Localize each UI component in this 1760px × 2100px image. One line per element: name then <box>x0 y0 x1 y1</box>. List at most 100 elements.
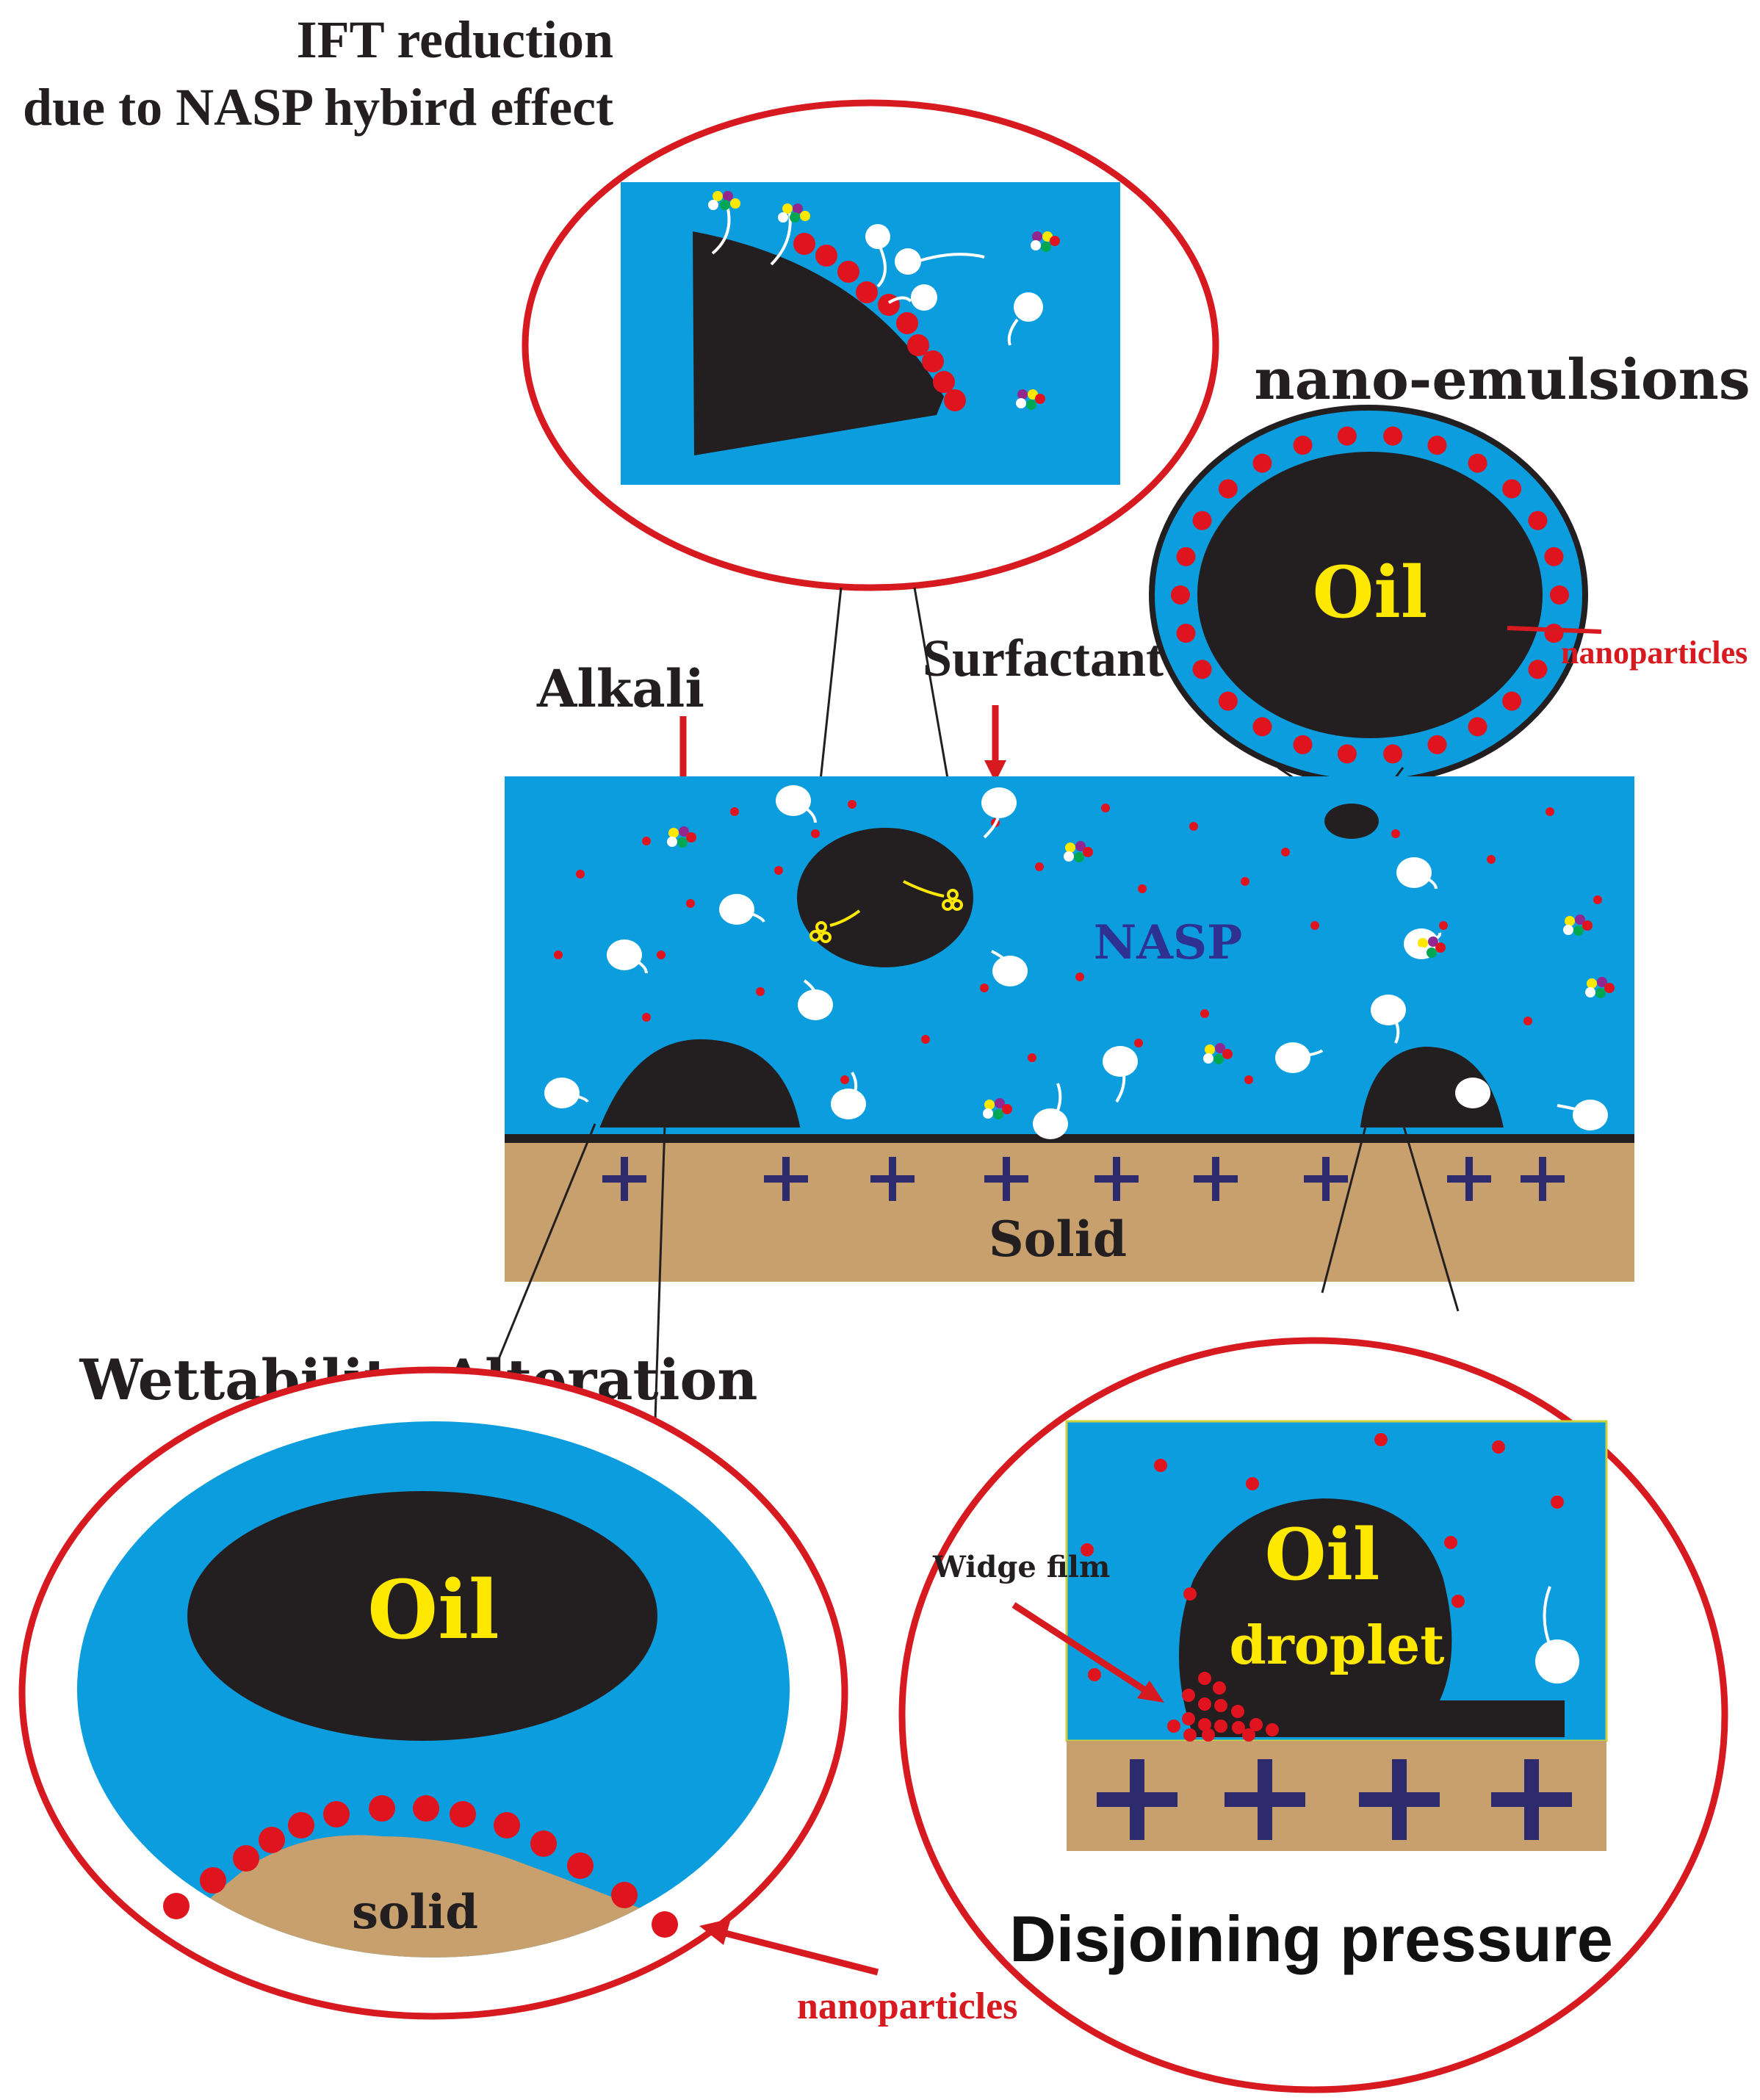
nanoparticle <box>1444 1536 1457 1549</box>
surfactant-head <box>1371 995 1406 1025</box>
nanoparticle <box>1528 660 1548 679</box>
alkali-cluster <box>1585 977 1615 998</box>
nanoparticle <box>1487 855 1496 864</box>
nanoparticle <box>1593 895 1602 904</box>
surfactant-head <box>798 989 833 1020</box>
nanoparticle <box>686 899 695 908</box>
nanoparticle <box>1337 744 1357 764</box>
nanoparticle <box>811 829 820 838</box>
oil-drop-left <box>599 1039 801 1127</box>
oil-droplet-label-2: droplet <box>1229 1614 1444 1676</box>
nanoparticle <box>1252 717 1272 737</box>
nanoparticle <box>1214 1720 1227 1733</box>
alkali-cluster <box>667 826 696 848</box>
nanoparticle <box>1214 1699 1227 1712</box>
nanoparticle <box>611 1882 638 1908</box>
nanoparticle <box>1281 848 1290 856</box>
surfactant-head <box>1455 1078 1490 1108</box>
nanoparticle <box>642 837 651 845</box>
solid-rock <box>505 1139 1634 1282</box>
plus-icon <box>870 1157 915 1201</box>
wettability-oil <box>187 1491 657 1741</box>
nanoparticle <box>554 950 563 959</box>
nanoparticle <box>1544 546 1564 566</box>
wedge-film-nanoparticles <box>1167 1672 1279 1742</box>
nasp-nanoparticles <box>554 800 1602 1092</box>
nanoparticle <box>576 870 585 878</box>
oil-droplet-label-1: Oil <box>1265 1513 1380 1596</box>
ift-interface-nanoparticles <box>793 233 966 411</box>
surfactant-head <box>981 787 1017 818</box>
nanoparticle <box>1502 479 1522 499</box>
nanoparticles-label-bottom: nanoparticles <box>797 1985 1017 2027</box>
nanoparticle <box>1427 436 1447 455</box>
widge-film-label: Widge film <box>932 1550 1110 1584</box>
nanoparticle <box>1189 822 1198 831</box>
nanoparticle <box>1200 1009 1209 1018</box>
ift-oil-wedge <box>693 231 944 455</box>
nanoparticle <box>1198 1697 1211 1711</box>
disjoining-zoom: Oil droplet Widge film Disjoining pressu… <box>898 1337 1728 2093</box>
nanoparticle <box>1391 829 1400 838</box>
nanoparticle <box>494 1812 520 1839</box>
nanoparticle <box>1218 479 1238 499</box>
nanoparticle <box>657 950 666 959</box>
nanoparticle <box>1241 877 1249 886</box>
surfactant-head <box>1275 1042 1310 1073</box>
nano-emulsion-nanoparticles <box>1171 426 1569 764</box>
widge-film-pointer-head <box>1137 1681 1164 1703</box>
nanoparticle <box>259 1827 285 1853</box>
nanoparticle <box>1182 1689 1195 1702</box>
nanoparticle <box>1176 624 1196 643</box>
nanoparticle <box>1183 1728 1197 1742</box>
nanoparticle <box>1134 1039 1143 1047</box>
plus-icon <box>1094 1157 1139 1201</box>
nano-emulsions-label: nano-emulsions <box>1254 347 1750 412</box>
nanoparticle <box>1266 1723 1279 1736</box>
nanoparticle <box>1439 921 1448 930</box>
surfactant-head <box>607 939 642 970</box>
nanoparticle <box>1523 1017 1532 1025</box>
plus-icon <box>984 1157 1028 1201</box>
surfactant-head <box>544 1078 580 1108</box>
surfactant-head <box>1573 1100 1608 1130</box>
ift-title: IFT reduction due to NASP hybird effect <box>23 10 613 137</box>
nanoparticle <box>1468 717 1487 737</box>
nanoparticle <box>980 984 989 992</box>
nanoparticle <box>1198 1718 1211 1731</box>
nasp-surfactants <box>544 785 1608 1139</box>
nanoparticle <box>413 1795 439 1822</box>
nanoparticle <box>1492 1440 1505 1454</box>
nanoparticle <box>1374 1433 1388 1446</box>
surfactant-arrow-head <box>984 760 1006 782</box>
nano-emulsion-zoom: nano-emulsions Oil nanoparticles <box>1149 347 1750 813</box>
ift-title-line1: IFT reduction <box>297 10 613 69</box>
ift-title-line2: due to NASP hybird effect <box>23 78 613 137</box>
nanoparticle <box>1252 453 1272 473</box>
surfactant-head <box>719 894 754 925</box>
surfactant-head <box>1396 857 1432 888</box>
plus-icon <box>1359 1759 1440 1840</box>
nanoparticle <box>1183 1587 1197 1601</box>
nanoparticle <box>1192 660 1212 679</box>
alkali-cluster <box>1064 841 1093 862</box>
nano-emulsion-droplet <box>1324 804 1379 839</box>
nanoparticle <box>1249 1718 1263 1731</box>
nanoparticle <box>730 807 739 816</box>
rock-surface-charges <box>602 1157 1565 1201</box>
ift-zoom-circle <box>522 99 1219 591</box>
plus-icon <box>1097 1759 1177 1840</box>
surfactant-callout: Surfactant <box>923 629 1164 782</box>
alkali-cluster <box>983 1098 1012 1119</box>
nanoparticle <box>1035 862 1044 871</box>
oil-droplet <box>1179 1498 1565 1737</box>
nanoparticle <box>1028 1053 1036 1062</box>
plus-icon <box>764 1157 808 1201</box>
plus-icon <box>1521 1157 1565 1201</box>
oil-drop-floating <box>797 828 973 967</box>
nanoparticle <box>1154 1459 1167 1472</box>
plus-icon <box>1194 1157 1238 1201</box>
nanoparticle <box>1427 735 1447 754</box>
nanoparticle <box>1176 546 1196 566</box>
